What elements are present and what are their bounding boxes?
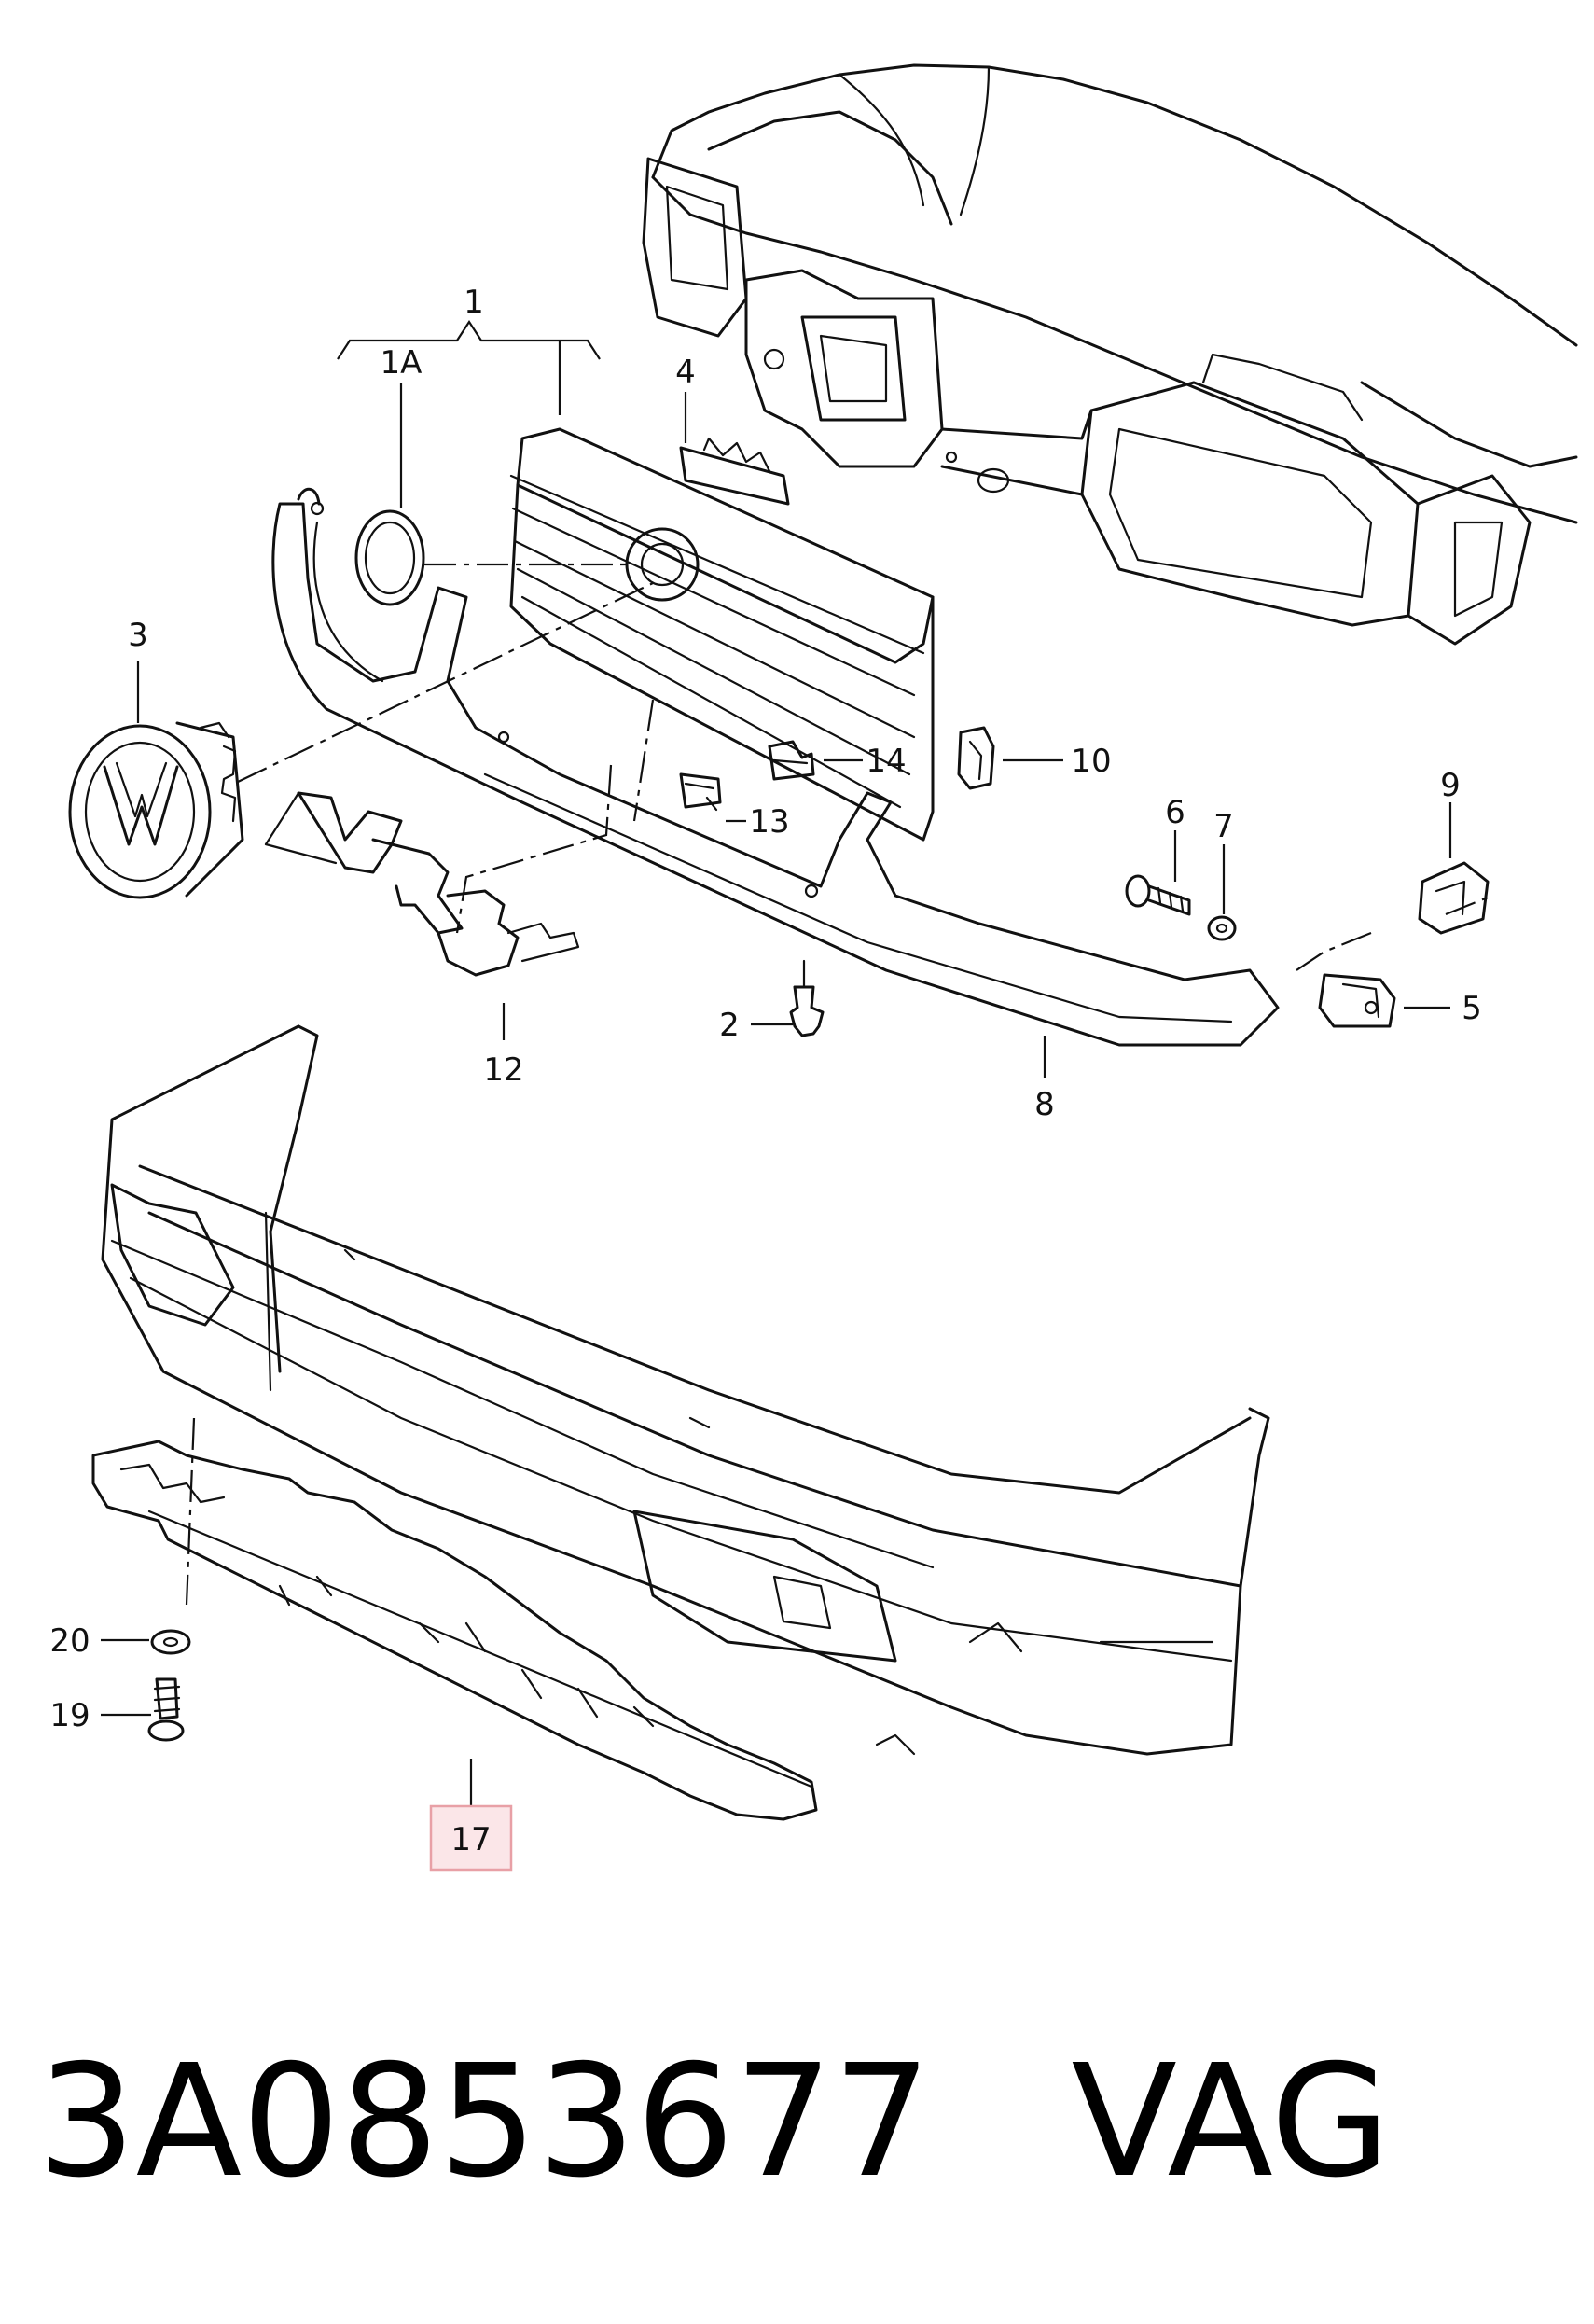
clip-part-10: [957, 726, 995, 790]
lower-spoiler-part-17: [91, 1440, 916, 1821]
callout-12: 12: [483, 1051, 523, 1089]
callout-8: 8: [1034, 1086, 1055, 1123]
car-front-body: [642, 63, 1578, 646]
brand-name: VAG: [1071, 2032, 1391, 2212]
moulding-frame-part-8: [271, 487, 1280, 1047]
emblem-ring-part-1a: [354, 509, 425, 606]
screw-part-6: [1125, 874, 1191, 916]
bumper: [101, 1024, 1270, 1756]
callout-9: 9: [1440, 767, 1461, 804]
callout-6: 6: [1165, 794, 1185, 831]
callout-labels: 1 1A 4 3 14 10 13 9 6 7 5 2 12 8 20 19 1…: [49, 284, 1481, 1858]
expanding-rivet-part-2: [789, 959, 825, 1037]
callout-19: 19: [49, 1697, 90, 1734]
callout-7: 7: [1213, 808, 1234, 845]
clip-part-14: [768, 740, 815, 781]
callout-4: 4: [675, 354, 696, 391]
washer-part-20: [150, 1629, 191, 1655]
callout-14: 14: [866, 743, 906, 780]
callout-20: 20: [49, 1622, 90, 1660]
clip-part-13: [679, 772, 722, 812]
washer-part-7: [1207, 915, 1237, 941]
callout-13: 13: [749, 803, 789, 841]
part-number: 3A0853677: [37, 2032, 932, 2212]
trim-strip-part-4: [679, 437, 790, 506]
callout-10: 10: [1071, 743, 1111, 780]
vr6-badge-part-12: [264, 791, 580, 977]
callout-1a: 1A: [381, 344, 423, 382]
callout-3: 3: [128, 617, 148, 654]
nut-part-5: [1318, 973, 1396, 1028]
screw-part-19: [147, 1677, 185, 1742]
clip-part-9: [1418, 861, 1490, 935]
grille-part-1: [509, 427, 935, 842]
callout-17: 17: [450, 1821, 491, 1858]
callout-5: 5: [1462, 990, 1482, 1027]
callout-2: 2: [719, 1007, 740, 1044]
part-number-footer: 3A0853677 VAG: [37, 2029, 1567, 2216]
leader-lines: [101, 319, 1452, 1805]
highlight-box: [429, 1804, 513, 1872]
callout-1: 1: [464, 284, 484, 321]
vw-emblem-part-3: [68, 721, 244, 899]
